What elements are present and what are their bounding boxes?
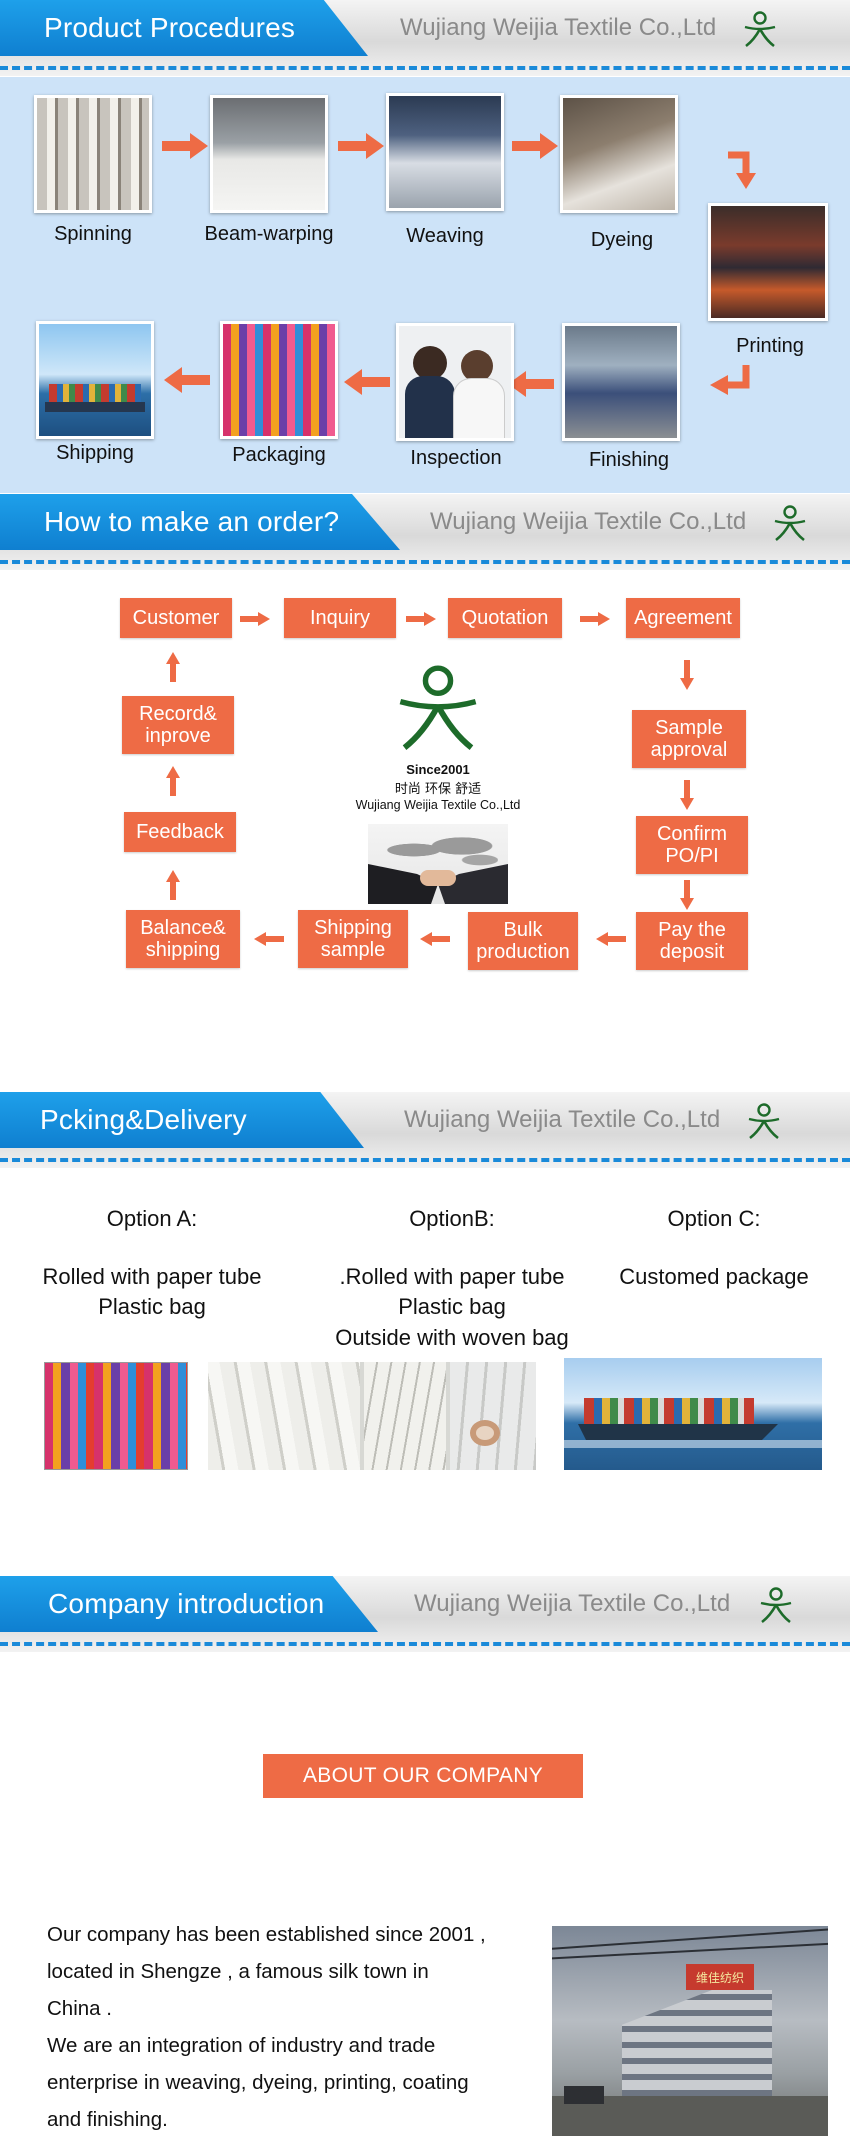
arrow-right-icon [512,133,558,159]
arrow-turn-left-icon [710,365,750,395]
weijia-logo-icon [756,1586,796,1626]
weijia-logo-icon [399,665,477,750]
arrow-right-icon [580,612,610,626]
arrow-up-icon [166,766,180,796]
step-inquiry: Inquiry [284,598,396,638]
arrow-up-icon [166,652,180,682]
weijia-logo-icon [744,1102,784,1142]
weijia-logo-icon [740,10,780,50]
spinning-photo [34,95,152,213]
arrow-turn-down-icon [728,151,756,189]
section-title: Product Procedures [44,12,296,43]
step-record-improve: Record& inprove [122,696,234,754]
step-label: Finishing [588,449,670,471]
step-bulk-production: Bulk production [468,912,578,970]
arrow-left-icon [344,369,390,395]
handshake-photo [368,824,508,904]
arrow-left-icon [508,371,554,397]
dyeing-photo [560,95,678,213]
option-c-photo [564,1358,822,1470]
option-a-photo [44,1362,188,1470]
company-name: Wujiang Weijia Textile Co.,Ltd [400,14,717,41]
arrow-down-icon [680,880,694,910]
company-building-photo: 维佳纺织 [552,1926,828,2136]
procedures-panel: Spinning Beam-warping Weaving Dyeing Pri… [0,77,850,493]
section-header-packing: Pcking&Delivery Wujiang Weijia Textile C… [0,1092,850,1168]
arrow-right-icon [162,133,208,159]
company-name: Wujiang Weijia Textile Co.,Ltd [404,1106,721,1133]
shipping-photo [36,321,154,439]
step-label: Spinning [54,223,132,245]
logo-company: Wujiang Weijia Textile Co.,Ltd [355,798,521,812]
printing-photo [708,203,828,321]
arrow-up-icon [166,870,180,900]
step-sample-approval: Sample approval [632,710,746,768]
step-label: Shipping [56,442,134,464]
arrow-left-icon [420,932,450,946]
step-balance-shipping: Balance& shipping [126,910,240,968]
arrow-right-icon [406,612,436,626]
packaging-photo [220,321,338,439]
option-c-title: Option C: [667,1206,761,1231]
section-title: Company introduction [48,1588,325,1619]
section-title: How to make an order? [44,506,340,537]
arrow-right-icon [240,612,270,626]
arrow-right-icon [338,133,384,159]
company-description: Our company has been established since 2… [47,1923,486,2131]
option-b-title: OptionB: [409,1206,495,1231]
step-shipping-sample: Shipping sample [298,910,408,968]
step-label: Beam-warping [204,223,334,245]
arrow-down-icon [680,660,694,690]
option-c-text: Customed package [619,1264,809,1289]
building-sign: 维佳纺织 [686,1964,754,1990]
beam-warping-photo [210,95,328,213]
step-confirm-po: Confirm PO/PI [636,816,748,874]
weaving-photo [386,93,504,211]
about-company-button[interactable]: ABOUT OUR COMPANY [263,1754,583,1798]
company-name: Wujiang Weijia Textile Co.,Ltd [430,508,747,535]
step-label: Inspection [410,447,502,469]
section-title: Pcking&Delivery [40,1104,247,1135]
arrow-left-icon [596,932,626,946]
logo-since: Since2001 [406,762,470,777]
inspection-photo [396,323,514,441]
step-label: Weaving [406,225,484,247]
step-agreement: Agreement [626,598,740,638]
step-quotation: Quotation [448,598,562,638]
arrow-down-icon [680,780,694,810]
step-feedback: Feedback [124,812,236,852]
finishing-photo [562,323,680,441]
option-b-photo [208,1362,536,1470]
option-a-text: Rolled with paper tube Plastic bag [42,1264,262,1320]
step-label: Printing [736,335,804,357]
step-customer: Customer [120,598,232,638]
arrow-left-icon [254,932,284,946]
weijia-logo-icon [770,504,810,544]
option-a-title: Option A: [106,1206,198,1231]
logo-slogan: 时尚 环保 舒适 [394,782,482,797]
arrow-left-icon [164,367,210,393]
section-header-procedures: Product Procedures Wujiang Weijia Textil… [0,0,850,76]
step-label: Packaging [232,444,326,466]
option-b-text: .Rolled with paper tube Plastic bag Outs… [335,1264,569,1350]
step-pay-deposit: Pay the deposit [636,912,748,970]
section-header-order: How to make an order? Wujiang Weijia Tex… [0,494,850,570]
section-header-intro: Company introduction Wujiang Weijia Text… [0,1576,850,1652]
step-label: Dyeing [590,229,654,251]
company-name: Wujiang Weijia Textile Co.,Ltd [414,1590,731,1617]
